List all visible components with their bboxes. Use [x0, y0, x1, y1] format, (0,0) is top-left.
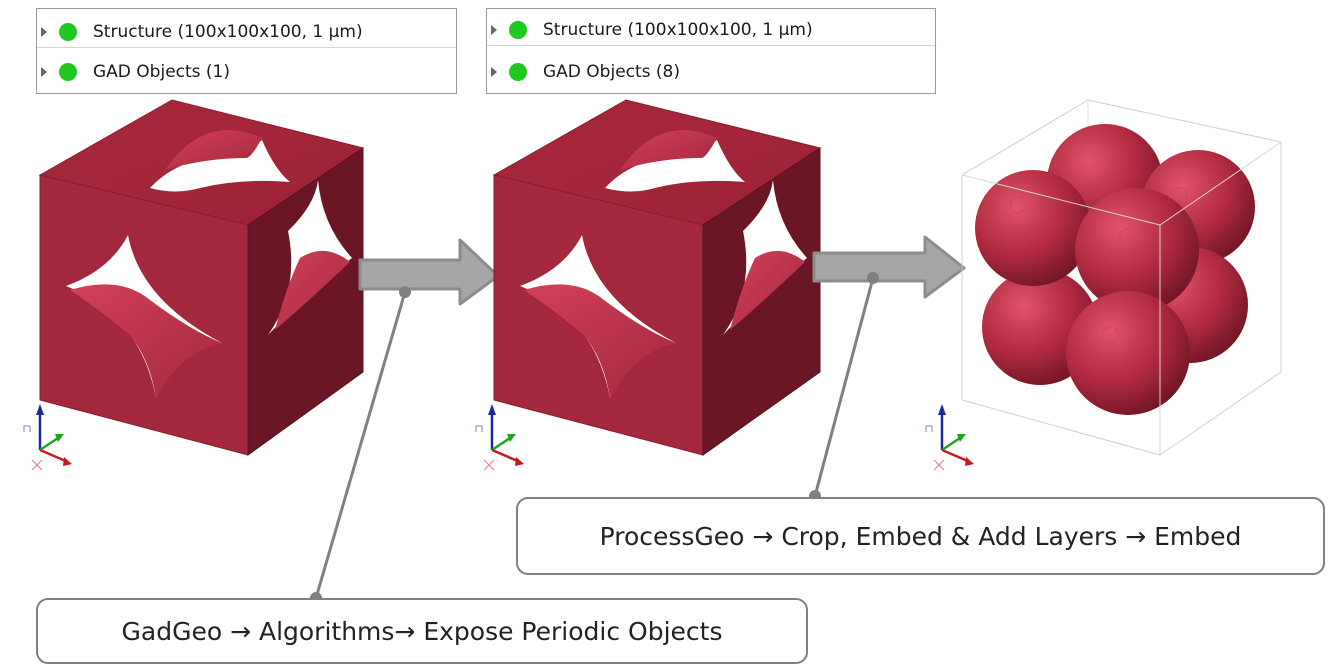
tree-row-label: GAD Objects (1) [93, 62, 231, 82]
status-dot-icon [509, 21, 527, 39]
object-tree-panel-2: Structure (100x100x100, 1 µm) GAD Object… [486, 8, 936, 94]
embed-step-callout: ProcessGeo → Crop, Embed & Add Layers → … [516, 497, 1325, 575]
status-dot-icon [59, 23, 77, 41]
status-dot-icon [509, 63, 527, 81]
tree-row-label: Structure (100x100x100, 1 µm) [543, 20, 813, 40]
object-tree-panel-1: Structure (100x100x100, 1 µm) GAD Object… [36, 8, 457, 94]
tree-row-label: Structure (100x100x100, 1 µm) [93, 22, 363, 42]
axis-triad-icon [925, 404, 974, 471]
tree-row-gad-objects[interactable]: GAD Objects (8) [487, 57, 935, 87]
process-arrow-icon [812, 235, 966, 299]
embedded-spheres-object [961, 99, 1282, 456]
tree-row-gad-objects[interactable]: GAD Objects (1) [37, 57, 456, 87]
expand-arrow-icon[interactable] [41, 27, 47, 37]
embed-step-label: ProcessGeo → Crop, Embed & Add Layers → … [599, 521, 1242, 551]
axis-triad-icon [23, 404, 72, 471]
status-dot-icon [59, 63, 77, 81]
expand-arrow-icon[interactable] [491, 25, 497, 35]
exposed-cube-object [492, 99, 822, 456]
tree-row-label: GAD Objects (8) [543, 62, 681, 82]
tree-row-structure[interactable]: Structure (100x100x100, 1 µm) [37, 17, 456, 48]
expand-arrow-icon[interactable] [41, 67, 47, 77]
tree-row-structure[interactable]: Structure (100x100x100, 1 µm) [487, 15, 935, 46]
expand-arrow-icon[interactable] [491, 67, 497, 77]
axis-triad-icon [475, 404, 524, 471]
periodic-cube-object [38, 99, 365, 456]
expose-step-label: GadGeo → Algorithms→ Expose Periodic Obj… [121, 616, 723, 646]
expose-step-callout: GadGeo → Algorithms→ Expose Periodic Obj… [36, 598, 808, 664]
process-arrow-icon [358, 238, 500, 306]
